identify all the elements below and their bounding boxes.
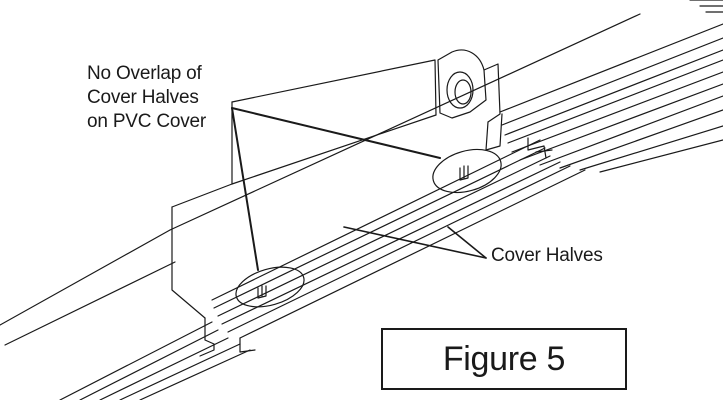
bracket-back-plate xyxy=(171,59,437,319)
cover-halves-label: Cover Halves xyxy=(491,245,603,266)
no-overlap-callout-label: No Overlap of Cover Halves on PVC Cover xyxy=(87,62,206,134)
mounting-knob xyxy=(437,49,503,151)
joint-marks xyxy=(257,165,469,299)
callout-line-1: No Overlap of xyxy=(87,63,202,84)
track-body xyxy=(499,0,723,173)
callout-line-2: Cover Halves xyxy=(87,87,199,108)
upper-rail-lines xyxy=(0,13,641,346)
figure-caption-box: Figure 5 xyxy=(381,328,627,390)
cover-end-steps xyxy=(199,137,553,357)
joint-circles xyxy=(235,148,502,308)
figure-caption-text: Figure 5 xyxy=(442,339,566,378)
cover-halves-strips xyxy=(59,139,586,400)
callout-line-3: on PVC Cover xyxy=(87,111,207,132)
leader-lines-overlap xyxy=(231,107,441,271)
leader-lines-halves xyxy=(343,226,487,259)
